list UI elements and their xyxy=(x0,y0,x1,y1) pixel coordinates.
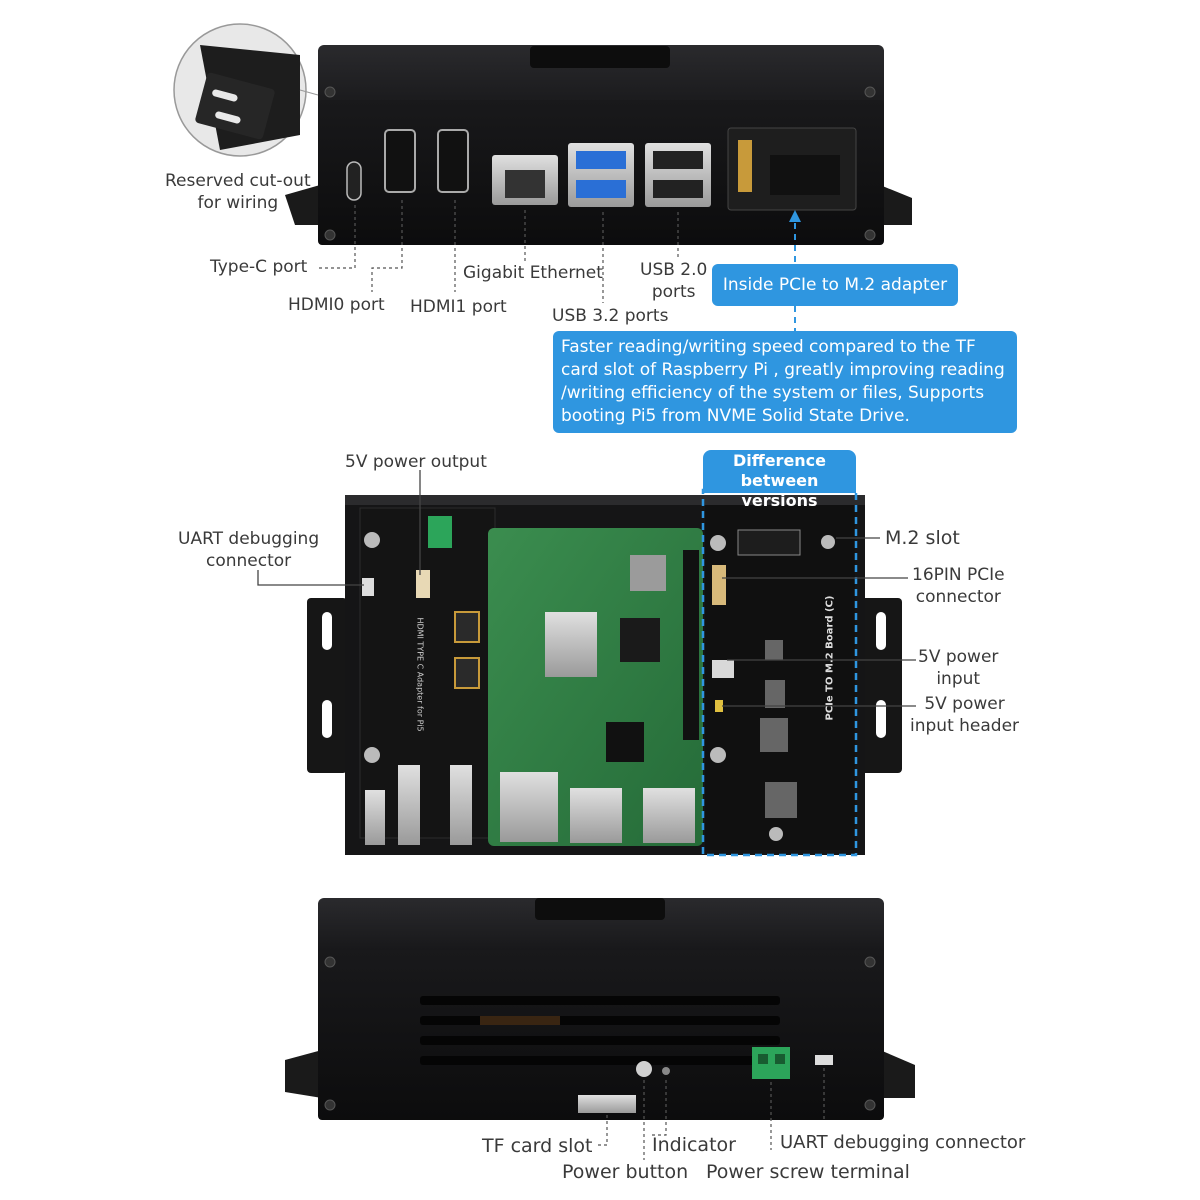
bottom-uart-label: UART debugging connector xyxy=(780,1132,1026,1153)
bottom-case xyxy=(285,898,915,1120)
ethernet-label: Gigabit Ethernet xyxy=(463,263,603,283)
indicator-graphic xyxy=(662,1067,670,1075)
hdmi0-port-graphic xyxy=(384,129,416,193)
tf-slot-graphic xyxy=(578,1095,636,1113)
usb2-label: USB 2.0 ports xyxy=(640,260,708,302)
middle-leader-lines xyxy=(257,470,916,707)
hdmi1-port-graphic xyxy=(437,129,469,193)
middle-case xyxy=(307,495,902,855)
difference-badge: Difference between versions xyxy=(703,450,856,510)
top-leader-lines xyxy=(318,200,679,303)
reserved-cutout-zoom xyxy=(173,23,319,157)
hdmi0-label: HDMI0 port xyxy=(288,295,385,315)
bottom-uart-graphic xyxy=(815,1055,833,1065)
raspberry-pi-graphic xyxy=(488,528,703,846)
m2-slot-graphic xyxy=(737,529,801,556)
adapter-silk-text: HDMI TYPE C Adapter for Pi5 xyxy=(415,617,425,732)
terminal-graphic xyxy=(428,516,452,548)
pcie-16pin-label: 16PIN PCIe connector xyxy=(912,565,1005,607)
reserved-cutout-label: Reserved cut-out for wiring xyxy=(165,171,311,213)
type-c-port-graphic xyxy=(346,161,362,201)
bottom-leader-lines xyxy=(598,1068,825,1160)
screw-terminal-label: Power screw terminal xyxy=(706,1161,910,1183)
pcie-board-silk-text: PCIe TO M.2 Board (C) xyxy=(824,595,836,721)
top-case xyxy=(285,45,912,245)
power-input-graphic xyxy=(712,660,734,678)
power-output-label: 5V power output xyxy=(345,452,487,472)
indicator-label: Indicator xyxy=(652,1134,736,1156)
power-input-label: 5V power input xyxy=(918,647,999,689)
pcie-adapter-badge: Inside PCIe to M.2 adapter xyxy=(712,264,958,306)
usb3-label: USB 3.2 ports xyxy=(552,306,669,326)
power-header-label: 5V power input header xyxy=(910,694,1020,736)
type-c-label: Type-C port xyxy=(210,257,308,277)
hdmi1-label: HDMI1 port xyxy=(410,297,507,317)
power-header-graphic xyxy=(715,700,723,712)
power-button-label: Power button xyxy=(562,1161,689,1183)
power-button-graphic xyxy=(636,1061,652,1077)
pcie-info-box: Faster reading/writing speed compared to… xyxy=(553,331,1017,433)
power-output-connector-graphic xyxy=(416,570,430,598)
uart-label: UART debugging connector xyxy=(178,529,320,571)
uart-connector-graphic xyxy=(362,578,374,596)
m2-slot-label: M.2 slot xyxy=(885,527,960,549)
tf-card-label: TF card slot xyxy=(482,1135,593,1157)
